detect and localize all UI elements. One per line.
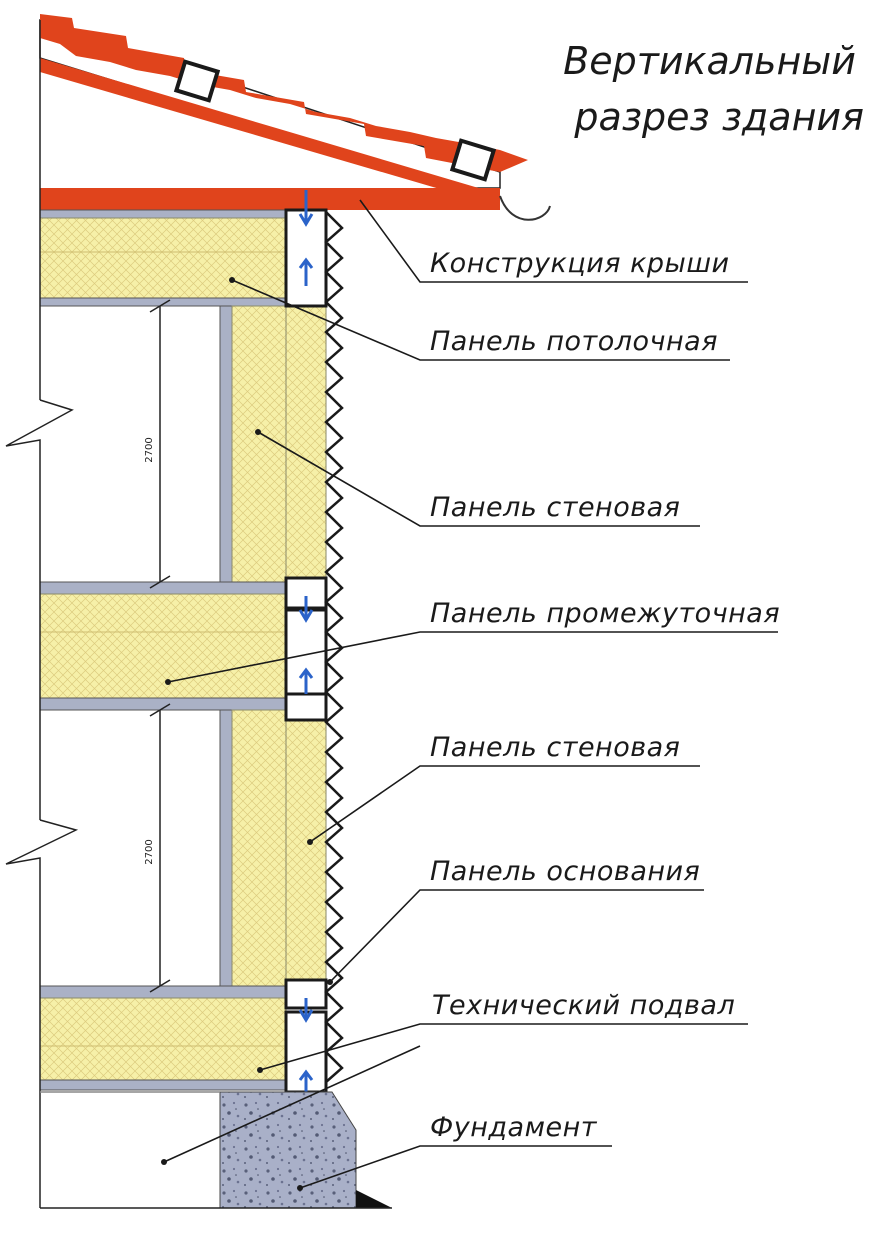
label-wall-panel-upper: Панель стеновая <box>430 492 680 523</box>
foundation <box>219 1091 392 1209</box>
label-ceiling-panel: Панель потолочная <box>430 326 718 357</box>
ceiling-panel <box>39 209 287 307</box>
label-base-panel: Панель основания <box>430 856 700 887</box>
label-technical-basement: Технический подвал <box>432 990 735 1021</box>
label-roof-structure: Конструкция крыши <box>430 248 730 279</box>
dimension-lower: 2700 <box>144 703 171 993</box>
roof-tiles <box>40 14 528 172</box>
roof-structure <box>39 14 551 221</box>
dimension-upper: 2700 <box>144 299 171 589</box>
connector-icon <box>298 190 314 1094</box>
gutter <box>499 195 551 221</box>
diagram-title-line1: Вертикальный <box>563 39 856 83</box>
leader-dots <box>161 277 333 1191</box>
siding-sawtooth <box>324 211 344 1083</box>
roof-batten <box>449 138 497 182</box>
base-panel <box>39 985 287 1091</box>
building-outline <box>5 20 392 1209</box>
roof-underlay <box>40 58 492 192</box>
leader-lines <box>163 199 778 1189</box>
diagram-title-line2: разрез здания <box>573 95 864 139</box>
wall-panel-lower <box>219 709 327 987</box>
label-wall-panel-lower: Панель стеновая <box>430 732 680 763</box>
dimension-label-upper: 2700 <box>144 437 155 462</box>
dimension-label-lower: 2700 <box>144 839 155 864</box>
roof-eave-board <box>40 188 500 210</box>
label-intermediate-panel: Панель промежуточная <box>430 598 780 629</box>
roof-batten <box>173 59 221 103</box>
label-foundation: Фундамент <box>430 1112 598 1143</box>
intermediate-panel <box>39 581 287 711</box>
facade-column <box>284 190 344 1094</box>
wall-panel-upper <box>219 305 327 583</box>
